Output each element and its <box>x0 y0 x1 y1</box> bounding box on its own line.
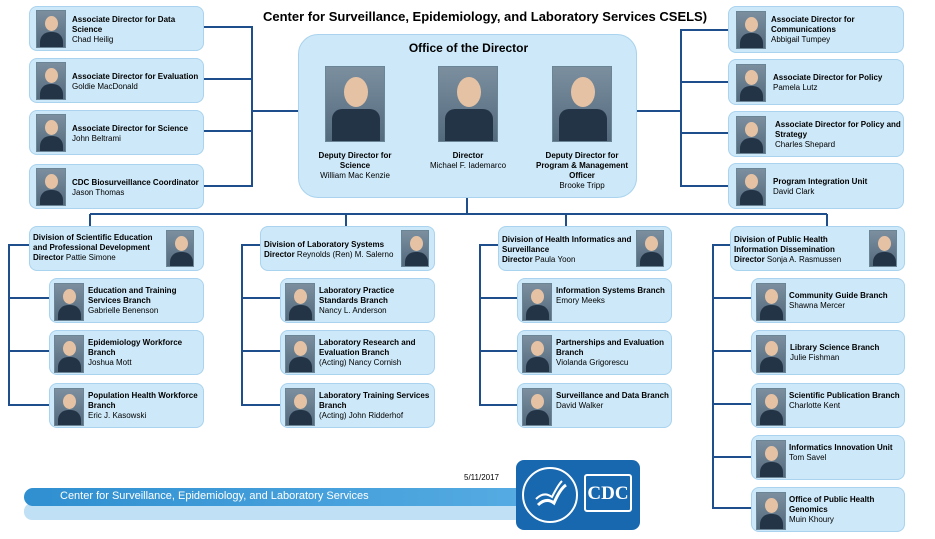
person-photo <box>736 168 766 206</box>
cdc-logo-box: CDC <box>584 474 632 512</box>
director-label: Director Michael F. Iademarco <box>429 151 507 170</box>
person-photo <box>285 388 315 426</box>
office-of-director-box: Office of the Director Deputy Director f… <box>298 34 637 198</box>
person-photo <box>736 11 766 49</box>
person-photo <box>522 388 552 426</box>
footer-banner-text: Center for Surveillance, Epidemiology, a… <box>60 490 369 502</box>
branch-box: Laboratory Training Services Branch(Acti… <box>280 383 435 428</box>
person-photo <box>36 168 66 206</box>
deputy-director-program-photo <box>552 66 612 142</box>
person-photo <box>54 335 84 373</box>
person-photo <box>285 335 315 373</box>
division-director-photo <box>401 230 429 267</box>
person-photo <box>36 114 66 152</box>
person-photo <box>736 64 766 102</box>
person-photo <box>756 283 786 321</box>
division-label: Division of Health Informatics and Surve… <box>502 235 632 264</box>
person-photo <box>736 116 766 154</box>
person-photo <box>756 388 786 426</box>
person-photo <box>54 283 84 321</box>
branch-label: Laboratory Training Services Branch(Acti… <box>319 391 430 420</box>
person-photo <box>756 492 786 530</box>
division-box-public-health-information: Division of Public Health Information Di… <box>730 226 905 271</box>
person-photo <box>285 283 315 321</box>
footer-banner: Center for Surveillance, Epidemiology, a… <box>24 488 622 506</box>
person-photo <box>36 10 66 48</box>
director-photo <box>438 66 498 142</box>
division-label: Division of Public Health Information Di… <box>734 235 842 264</box>
footer-banner-light <box>24 503 614 520</box>
chart-title: Center for Surveillance, Epidemiology, a… <box>263 9 708 24</box>
staff-box-policy-strategy: Associate Director for Policy and Strate… <box>728 111 904 157</box>
deputy-director-program-label: Deputy Director for Program & Management… <box>535 151 629 190</box>
division-label: Division of Scientific Education and Pro… <box>33 233 153 262</box>
division-director-photo <box>869 230 897 267</box>
person-photo <box>756 335 786 373</box>
person-photo <box>36 62 66 100</box>
date-stamp: 5/11/2017 <box>464 473 499 482</box>
deputy-director-science-label: Deputy Director for Science William Mac … <box>318 151 392 180</box>
division-director-photo <box>636 230 664 267</box>
cdc-logo-text: CDC <box>587 483 629 504</box>
division-box-health-informatics: Division of Health Informatics and Surve… <box>498 226 672 271</box>
person-photo <box>522 335 552 373</box>
deputy-director-science-photo <box>325 66 385 142</box>
branch-box: Laboratory Research and Evaluation Branc… <box>280 330 435 375</box>
staff-label: Associate Director for Policy and Strate… <box>775 120 901 149</box>
hhs-seal-icon <box>522 467 578 523</box>
person-photo <box>756 440 786 478</box>
person-photo <box>54 388 84 426</box>
hhs-cdc-logo: CDC <box>516 460 640 530</box>
branch-label: Laboratory Research and Evaluation Branc… <box>319 338 416 367</box>
person-photo <box>522 283 552 321</box>
division-box-scientific-education: Division of Scientific Education and Pro… <box>29 226 204 271</box>
office-of-director-title: Office of the Director <box>408 41 529 55</box>
division-director-photo <box>166 230 194 267</box>
